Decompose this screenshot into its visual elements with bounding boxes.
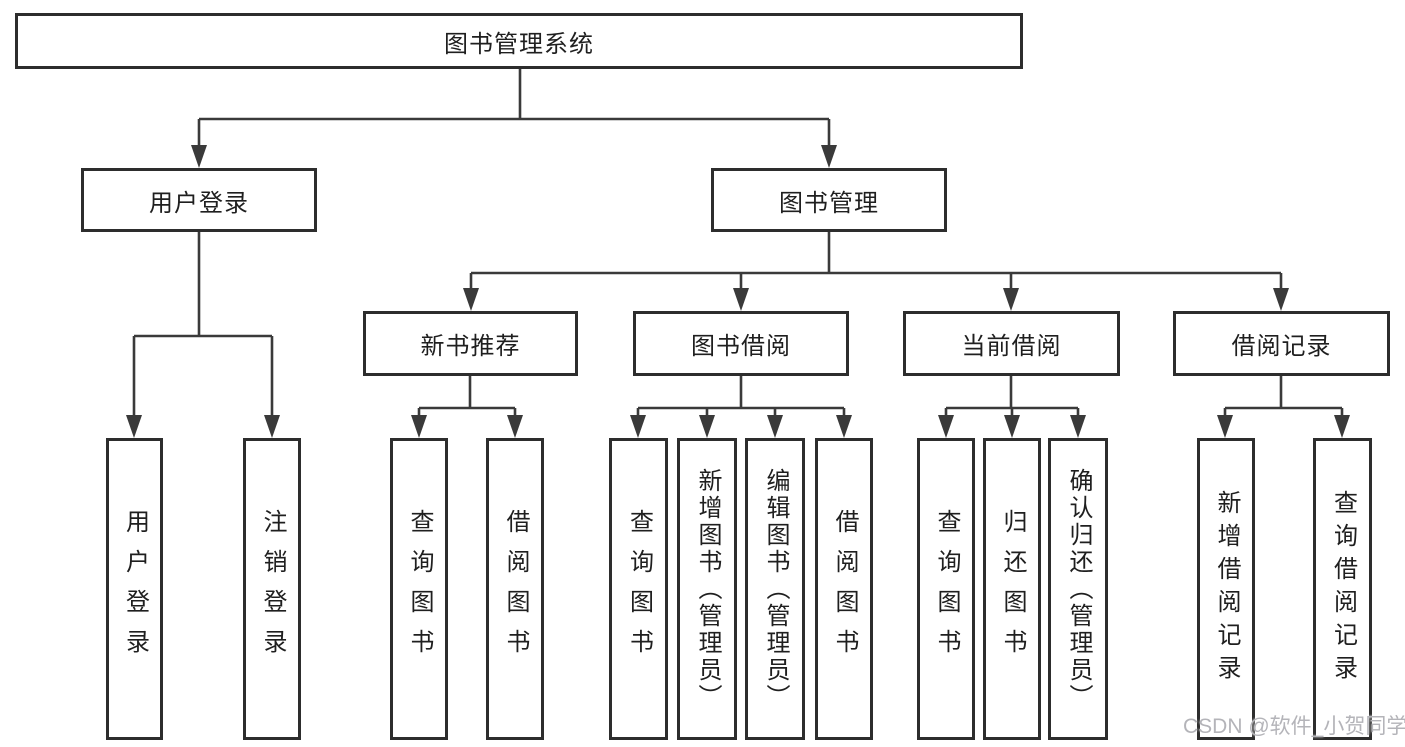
node-book-borrowing: 图书借阅 xyxy=(633,311,849,376)
node-current-borrowing-label: 当前借阅 xyxy=(961,333,1062,360)
node-root-label: 图书管理系统 xyxy=(444,30,594,58)
leaf-br-query-record: 查询借阅记录 xyxy=(1313,438,1372,740)
node-user-login: 用户登录 xyxy=(81,168,317,232)
leaf-bb-add-books-admin-label: 新增图书（管理员） xyxy=(694,467,721,711)
leaf-cb-query-books: 查询图书 xyxy=(917,438,975,740)
leaf-nbr-query-books: 查询图书 xyxy=(390,438,448,740)
leaf-bb-edit-books-admin-label: 编辑图书（管理员） xyxy=(762,467,789,711)
leaf-nbr-borrow-books-label: 借阅图书 xyxy=(502,509,529,669)
leaf-nbr-borrow-books: 借阅图书 xyxy=(486,438,544,740)
node-root: 图书管理系统 xyxy=(15,13,1023,69)
leaf-cb-query-books-label: 查询图书 xyxy=(933,509,960,669)
node-borrowing-records: 借阅记录 xyxy=(1173,311,1390,376)
leaf-cb-confirm-return-admin: 确认归还（管理员） xyxy=(1048,438,1108,740)
leaf-bb-query-books: 查询图书 xyxy=(609,438,668,740)
leaf-user-login: 用户登录 xyxy=(106,438,163,740)
csdn-watermark: CSDN @软件_小贺同学 xyxy=(1183,715,1405,738)
node-book-management-label: 图书管理 xyxy=(779,189,879,217)
node-borrowing-records-label: 借阅记录 xyxy=(1231,333,1332,360)
leaf-cb-confirm-return-admin-label: 确认归还（管理员） xyxy=(1065,467,1092,711)
leaf-nbr-query-books-label: 查询图书 xyxy=(406,509,433,669)
leaf-bb-borrow-books-label: 借阅图书 xyxy=(831,509,858,669)
leaf-bb-query-books-label: 查询图书 xyxy=(625,509,653,669)
leaf-bb-add-books-admin: 新增图书（管理员） xyxy=(677,438,737,740)
leaf-br-query-record-label: 查询借阅记录 xyxy=(1329,490,1357,688)
leaf-bb-borrow-books: 借阅图书 xyxy=(815,438,873,740)
leaf-logout: 注销登录 xyxy=(243,438,301,740)
node-book-management: 图书管理 xyxy=(711,168,947,232)
leaf-bb-edit-books-admin: 编辑图书（管理员） xyxy=(745,438,805,740)
node-new-book-recommend: 新书推荐 xyxy=(363,311,578,376)
leaf-cb-return-books-label: 归还图书 xyxy=(999,509,1026,669)
node-user-login-label: 用户登录 xyxy=(149,189,249,217)
leaf-user-login-label: 用户登录 xyxy=(121,509,149,669)
node-new-book-recommend-label: 新书推荐 xyxy=(420,333,521,360)
leaf-br-add-record-label: 新增借阅记录 xyxy=(1213,490,1240,688)
leaf-logout-label: 注销登录 xyxy=(259,509,286,669)
leaf-br-add-record: 新增借阅记录 xyxy=(1197,438,1255,740)
node-book-borrowing-label: 图书借阅 xyxy=(691,333,791,360)
node-current-borrowing: 当前借阅 xyxy=(903,311,1120,376)
leaf-cb-return-books: 归还图书 xyxy=(983,438,1041,740)
